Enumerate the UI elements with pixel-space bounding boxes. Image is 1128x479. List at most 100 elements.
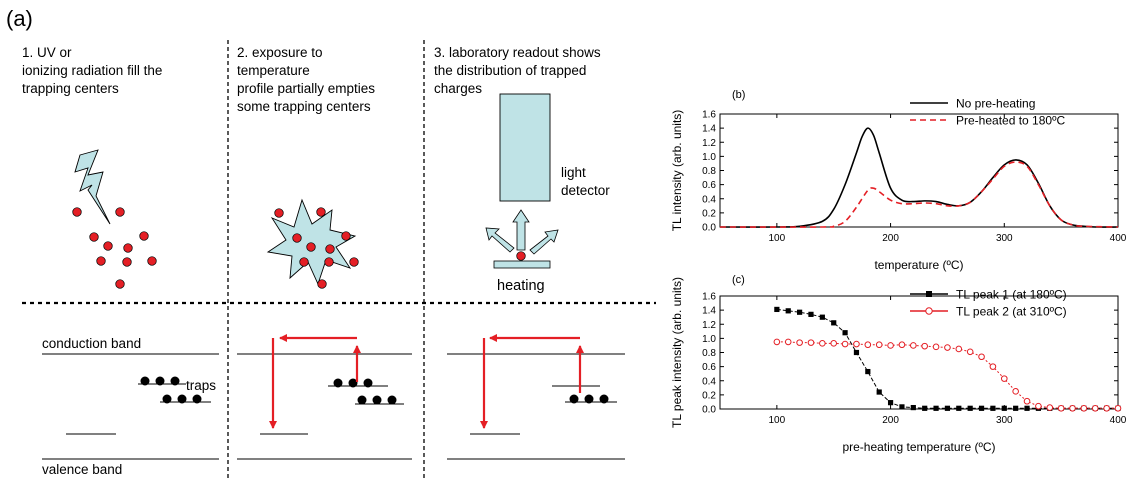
data-point [910, 342, 917, 349]
series-line [776, 308, 1118, 409]
emission-arrows [485, 209, 559, 255]
conduction-band-label: conduction band [42, 336, 142, 351]
y-tick-label: 0.2 [702, 390, 716, 401]
legend-label: Pre-heated to 180ºC [956, 114, 1065, 128]
data-point [1046, 404, 1054, 411]
panel-label: (b) [732, 89, 745, 101]
data-point [978, 405, 985, 411]
data-point [1035, 402, 1042, 410]
y-tick-label: 0.6 [702, 362, 716, 373]
data-point [944, 344, 951, 351]
data-point [773, 338, 781, 346]
plot-frame [719, 113, 1119, 228]
x-tick-label: 100 [769, 233, 786, 244]
data-point [1057, 404, 1065, 412]
y-tick-label: 0.4 [702, 376, 716, 387]
y-tick-label: 0.6 [702, 180, 716, 191]
y-tick-label: 1.4 [702, 306, 716, 317]
y-tick-label: 0.8 [702, 166, 716, 177]
y-tick-label: 1.6 [702, 292, 716, 303]
band-lines [42, 353, 625, 460]
x-tick-label: 300 [996, 415, 1013, 426]
data-point [932, 343, 940, 351]
lightning-icon [74, 149, 111, 225]
y-tick-label: 1.0 [702, 152, 716, 163]
series-line [776, 341, 1118, 409]
data-point [797, 309, 803, 315]
data-point [831, 320, 837, 326]
transition-arrows-step-2 [269, 334, 361, 429]
data-point [865, 368, 871, 375]
x-tick-label: 200 [882, 415, 899, 426]
legend-label: TL peak 2 (at 310ºC) [956, 305, 1067, 319]
electron-step-3 [516, 251, 526, 261]
series-line [719, 161, 1119, 228]
legend-label: TL peak 1 (at 180ºC) [956, 288, 1067, 302]
data-point [978, 353, 985, 361]
light-detector-box [499, 93, 551, 202]
data-point [808, 311, 814, 317]
transition-arrows-step-3 [480, 334, 584, 429]
step-2-caption: 2. exposure to temperature profile parti… [237, 45, 376, 114]
data-point [853, 340, 860, 348]
x-tick-label: 100 [769, 415, 786, 426]
data-point [774, 306, 780, 313]
data-point [841, 340, 849, 348]
panel-a-label: (a) [6, 6, 33, 31]
data-point [796, 339, 803, 346]
legend-marker [926, 291, 932, 297]
data-point [944, 405, 951, 411]
y-tick-label: 1.4 [702, 124, 716, 135]
x-axis-label: pre-heating temperature (ºC) [842, 440, 995, 454]
x-tick-label: 200 [882, 233, 899, 244]
data-point [921, 342, 928, 350]
data-point [1013, 405, 1019, 411]
step-1-caption: 1. UV or ionizing radiation fill the tra… [22, 45, 163, 96]
data-point [1000, 375, 1008, 382]
data-point [989, 363, 997, 370]
data-point [910, 404, 916, 411]
y-tick-label: 0.0 [702, 405, 716, 416]
x-tick-label: 400 [1110, 233, 1127, 244]
data-point [887, 342, 894, 349]
x-tick-label: 400 [1110, 415, 1127, 426]
series-line [719, 127, 1119, 228]
data-point [1069, 404, 1076, 412]
data-point [876, 389, 882, 395]
legend-label: No pre-heating [956, 97, 1035, 111]
data-point [899, 404, 905, 410]
electrons-step-2 [274, 207, 359, 289]
data-point [955, 345, 963, 353]
data-point [1024, 405, 1030, 411]
y-tick-label: 1.2 [702, 320, 716, 331]
data-point [1091, 404, 1099, 412]
schematic [22, 40, 656, 479]
y-tick-label: 0.4 [702, 194, 716, 205]
y-tick-label: 1.0 [702, 334, 716, 345]
data-point [784, 338, 792, 346]
data-point [875, 341, 883, 349]
data-point [967, 405, 973, 411]
y-tick-label: 0.2 [702, 208, 716, 219]
data-point [1103, 404, 1110, 412]
data-point [842, 330, 848, 336]
data-point [990, 405, 996, 411]
y-axis-label: TL intensity (arb. units) [670, 110, 684, 232]
light-detector-label: light detector [561, 165, 610, 198]
data-point [853, 349, 860, 356]
data-point [956, 405, 962, 411]
legend-marker [925, 307, 933, 315]
step-3-caption: 3. laboratory readout shows the distribu… [434, 45, 601, 96]
y-axis-label: TL peak intensity (arb. units) [670, 277, 684, 428]
y-tick-label: 1.6 [702, 110, 716, 121]
heater-plate [493, 260, 551, 269]
heating-label: heating [497, 278, 545, 294]
data-point [1080, 404, 1088, 412]
data-point [830, 340, 838, 347]
data-point [819, 314, 825, 320]
data-point [864, 341, 872, 349]
